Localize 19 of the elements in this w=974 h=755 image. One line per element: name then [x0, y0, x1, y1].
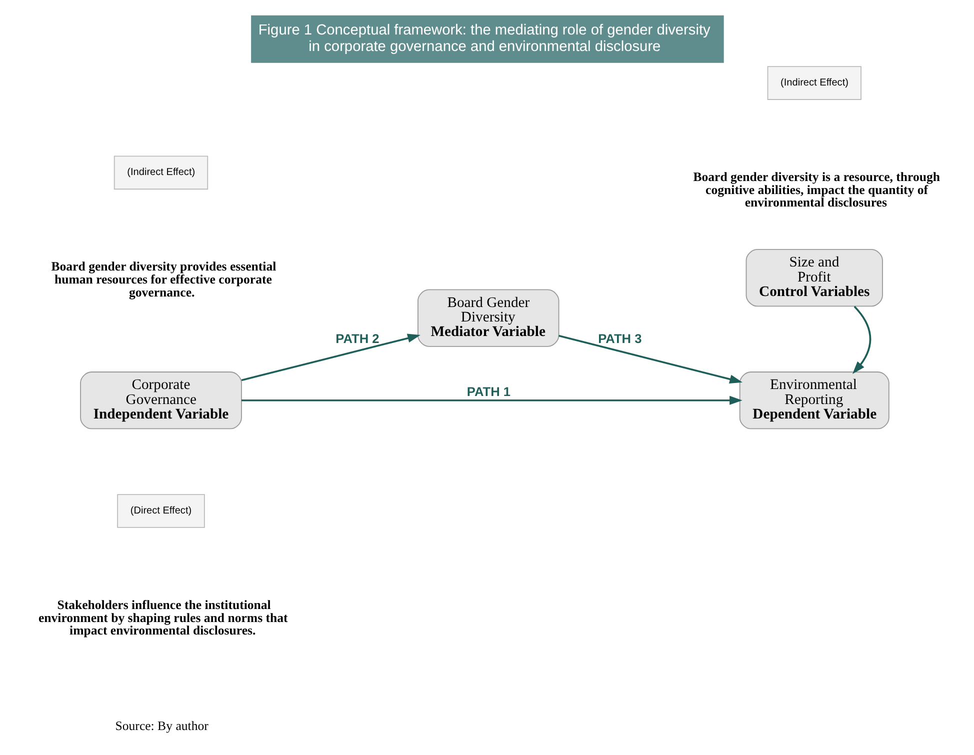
node-box: Board Gender Diversity Mediator Variable [418, 289, 560, 347]
node-box: (Indirect Effect) [767, 66, 862, 100]
arrow [241, 334, 420, 382]
label: Board gender diversity provides essential human resources for effective corporate governance. [51, 260, 276, 300]
arrow [852, 306, 872, 374]
diagram-title: Figure 1 Conceptual framework: the mediating role of gender diversity in corporate governance and environmental disclosure [258, 22, 710, 55]
node-box: Size and Profit Control Variables [746, 249, 883, 307]
caption: Source: By author [115, 719, 208, 734]
label: Board gender diversity is a resource, through cognitive abilities, impact the quantity of environmental disclosures [693, 170, 940, 210]
arrow [558, 334, 742, 384]
node-box: (Direct Effect) [117, 494, 205, 528]
edge-label: PATH 1 [466, 384, 510, 399]
edge-label: PATH 2 [336, 330, 380, 346]
node-box: Corporate Governance Independent Variable [80, 372, 242, 430]
arrow [241, 396, 742, 405]
node-box: Environmental Reporting Dependent Variable [739, 372, 890, 430]
label: Stakeholders influence the institutional environment by shaping rules and norms that impact environmental disclosures. [38, 598, 288, 638]
edge-label: PATH 3 [598, 330, 642, 346]
node-box: (Indirect Effect) [114, 156, 208, 190]
